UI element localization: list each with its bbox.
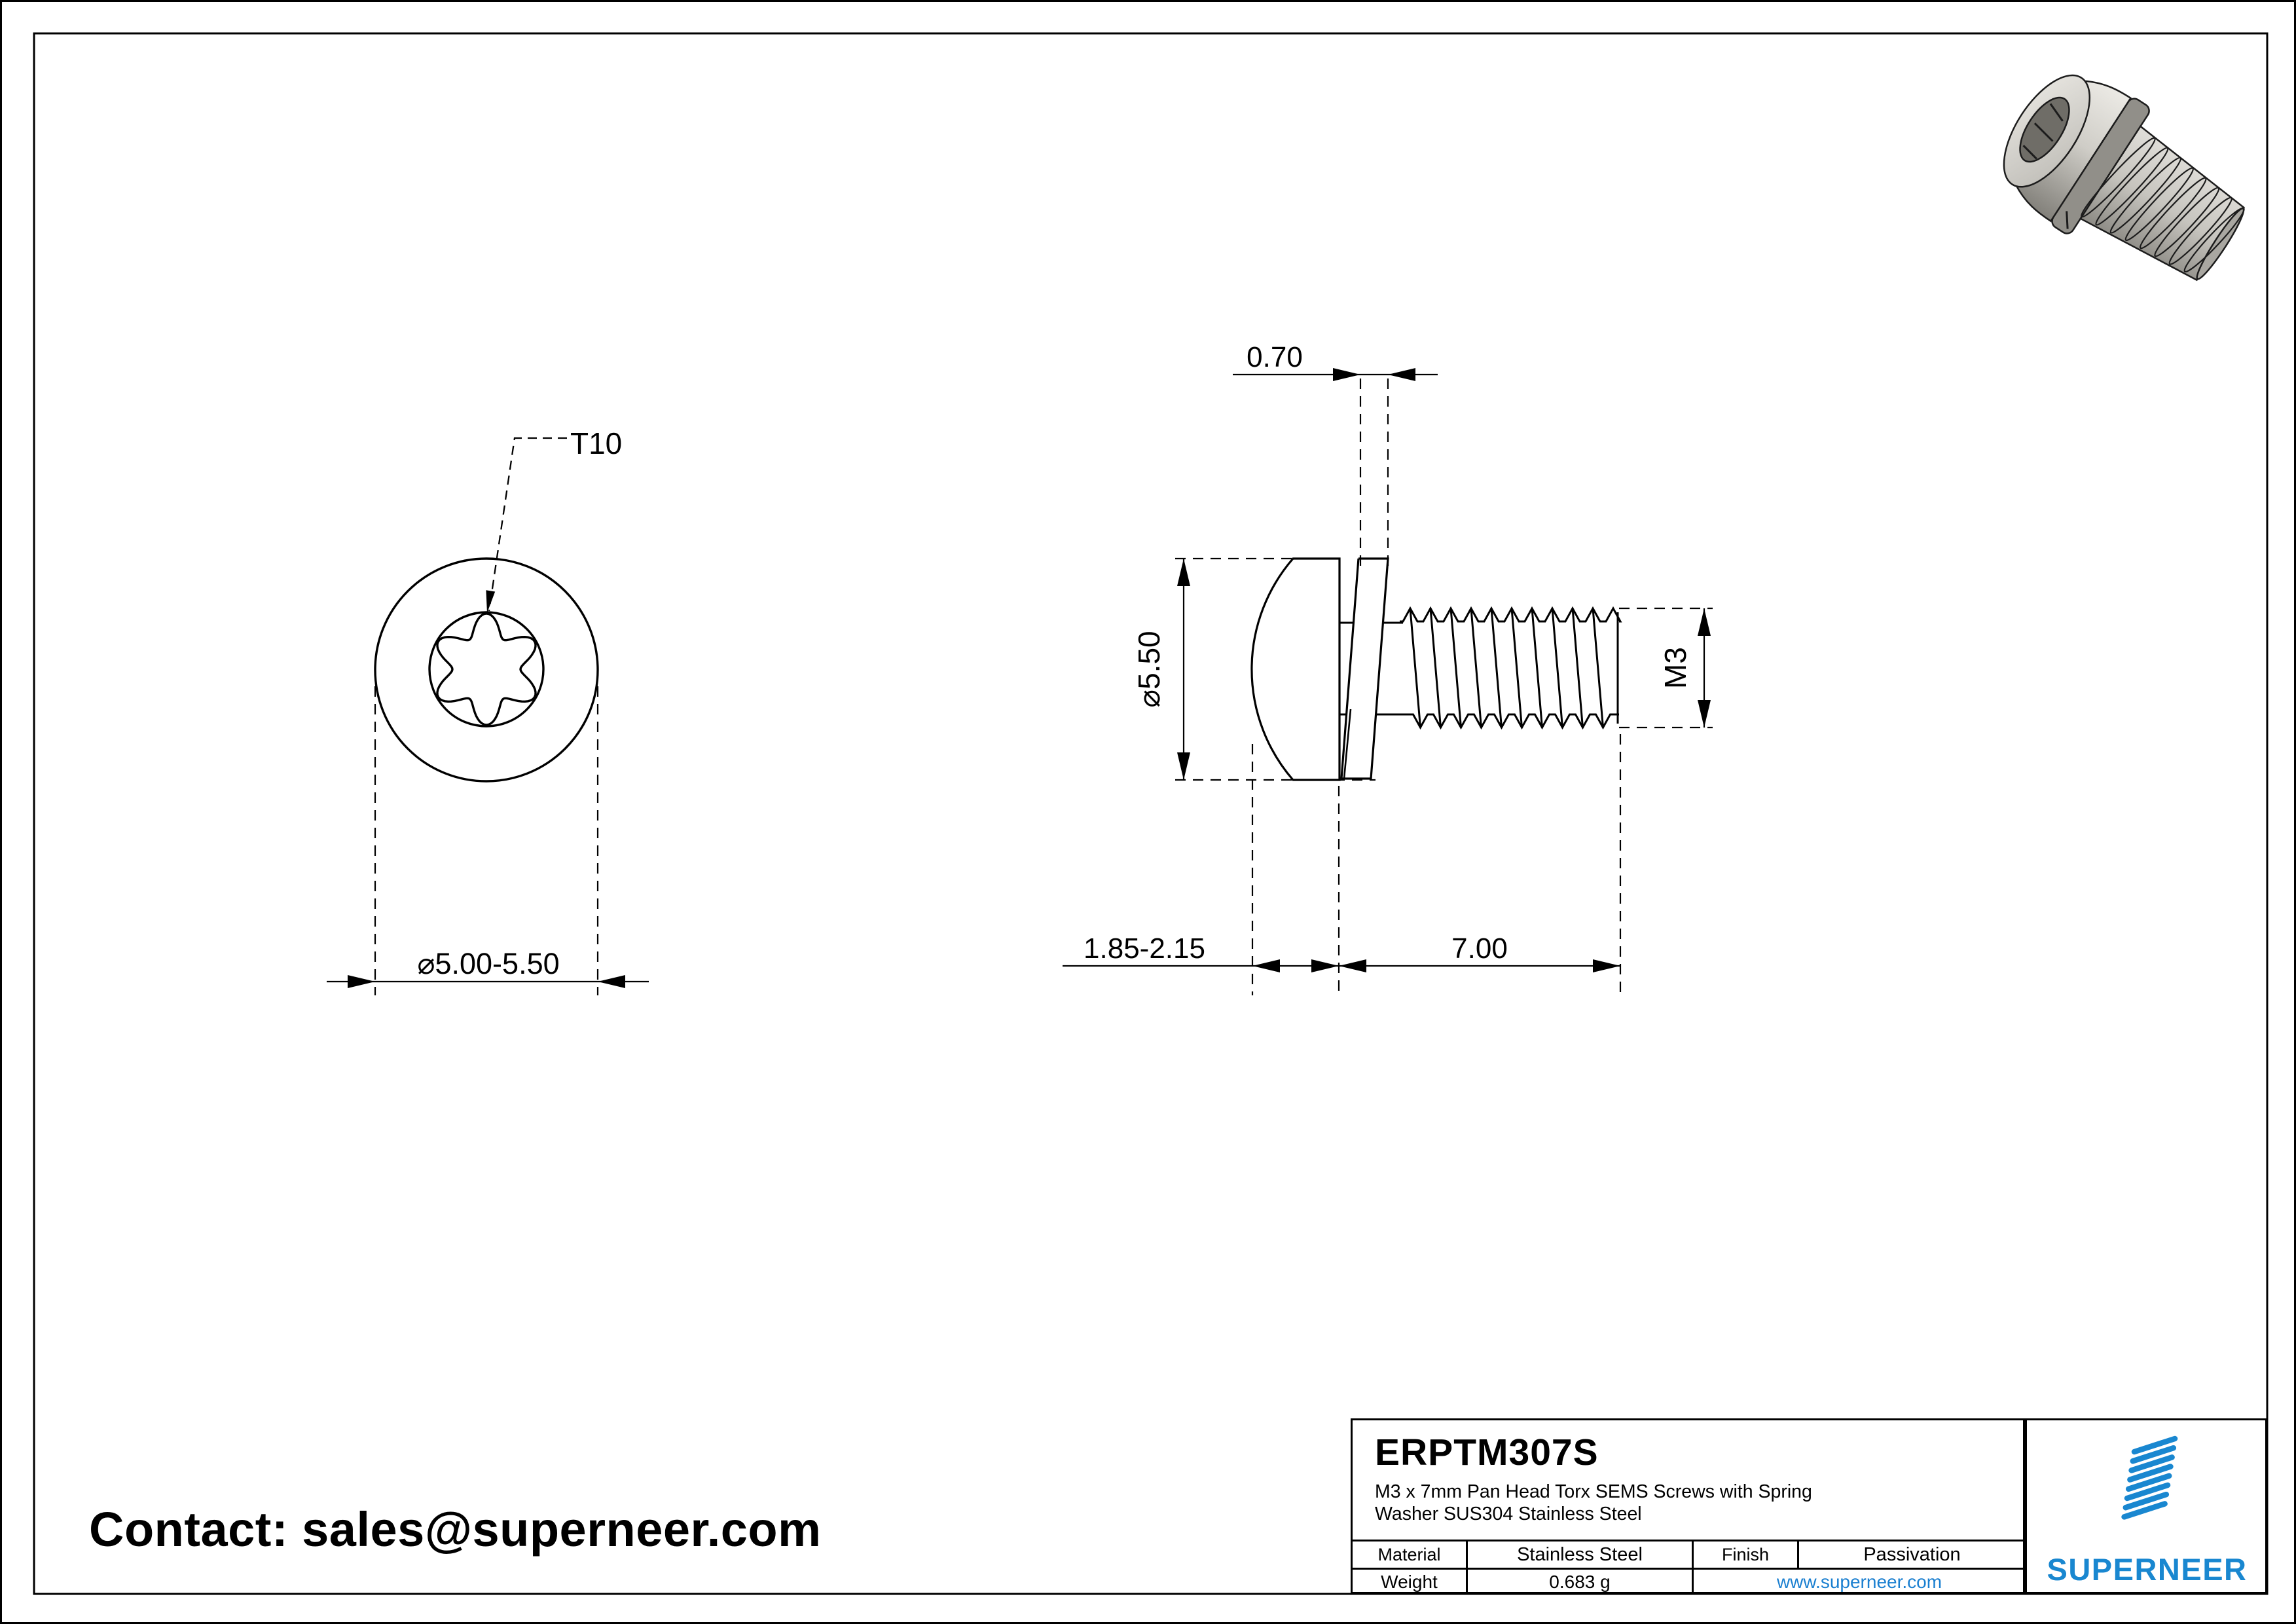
front-view: T10 ⌀5.00-5.50 — [327, 426, 649, 995]
finish-label: Finish — [1692, 1541, 1797, 1568]
dim-arrowhead-icon — [1593, 959, 1620, 972]
extension-lines — [1251, 734, 1622, 995]
contact-line: Contact: sales@superneer.com — [89, 1502, 822, 1557]
part-number: ERPTM307S — [1375, 1431, 1599, 1473]
material-value: Stainless Steel — [1466, 1541, 1692, 1568]
title-block: ERPTM307S M3 x 7mm Pan Head Torx SEMS Sc… — [1351, 1418, 2267, 1594]
torx-leader-line — [488, 437, 567, 612]
render-head-body — [2014, 80, 2132, 223]
thread-length-label: 7.00 — [1451, 932, 1508, 965]
dim-arrowhead-icon — [1252, 959, 1280, 972]
weight-label: Weight — [1381, 1571, 1438, 1592]
extension-lines — [1619, 607, 1713, 729]
side-view: 0.70 ⌀5.50 M3 1.85-2.15 7.00 — [1063, 341, 1713, 995]
dim-arrowhead-icon — [1698, 700, 1711, 728]
dim-arrowhead-icon — [1698, 608, 1711, 636]
leader-arrowhead-icon — [486, 590, 496, 613]
material-finish-row: Material Stainless Steel Finish Passivat… — [1353, 1540, 2025, 1568]
head-height-range-label: 1.85-2.15 — [1084, 932, 1205, 965]
weight-value: 0.683 g — [1466, 1570, 1692, 1594]
weight-website-row: Weight 0.683 g www.superneer.com — [1353, 1568, 2025, 1594]
torx-recess-circle — [428, 611, 545, 728]
thread-profile — [1400, 606, 1622, 730]
torx-star-outline — [436, 612, 537, 726]
pan-head-profile — [1250, 557, 1341, 781]
material-label: Material — [1377, 1544, 1441, 1564]
washer-split-line — [1343, 709, 1352, 779]
dim-arrowhead-icon — [598, 975, 625, 988]
shank-lines — [1339, 621, 1403, 716]
dim-arrowhead-icon — [1311, 959, 1339, 972]
screw-3d-render — [2003, 74, 2245, 282]
superneer-logo-icon — [2121, 1435, 2178, 1520]
head-outline-circle — [374, 557, 599, 783]
head-diameter-label: ⌀5.50 — [1132, 631, 1166, 707]
title-block-header: ERPTM307S M3 x 7mm Pan Head Torx SEMS Sc… — [1353, 1420, 2025, 1540]
extension-lines — [1359, 378, 1389, 566]
dim-arrowhead-icon — [1177, 559, 1190, 586]
head-diameter-range-label: ⌀5.00-5.50 — [417, 947, 559, 980]
washer-thickness-label: 0.70 — [1247, 341, 1303, 373]
torx-size-label: T10 — [570, 426, 622, 460]
part-description-line1: M3 x 7mm Pan Head Torx SEMS Screws with … — [1375, 1481, 1812, 1502]
part-description-line2: Washer SUS304 Stainless Steel — [1375, 1504, 1642, 1524]
dim-arrowhead-icon — [1177, 752, 1190, 780]
part-description: M3 x 7mm Pan Head Torx SEMS Screws with … — [1375, 1481, 1812, 1525]
dim-arrowhead-icon — [1339, 959, 1366, 972]
render-washer-split — [2066, 211, 2069, 229]
dim-arrowhead-icon — [348, 975, 375, 988]
sheet-frame — [33, 32, 2269, 1595]
dim-arrowhead-icon — [1388, 368, 1415, 381]
finish-value: Passivation — [1797, 1541, 2025, 1568]
render-thread-ridges — [2080, 137, 2245, 273]
dim-arrowhead-icon — [1333, 368, 1360, 381]
render-torx-lobes — [2022, 103, 2064, 160]
website-link[interactable]: www.superneer.com — [1692, 1570, 2025, 1594]
brand-panel: SUPERNEER — [2025, 1420, 2267, 1592]
spring-washer-profile — [1340, 557, 1389, 780]
extension-lines — [1175, 557, 1376, 781]
extension-lines — [374, 686, 599, 995]
thread-size-label: M3 — [1658, 647, 1692, 689]
brand-name: SUPERNEER — [2047, 1552, 2248, 1587]
